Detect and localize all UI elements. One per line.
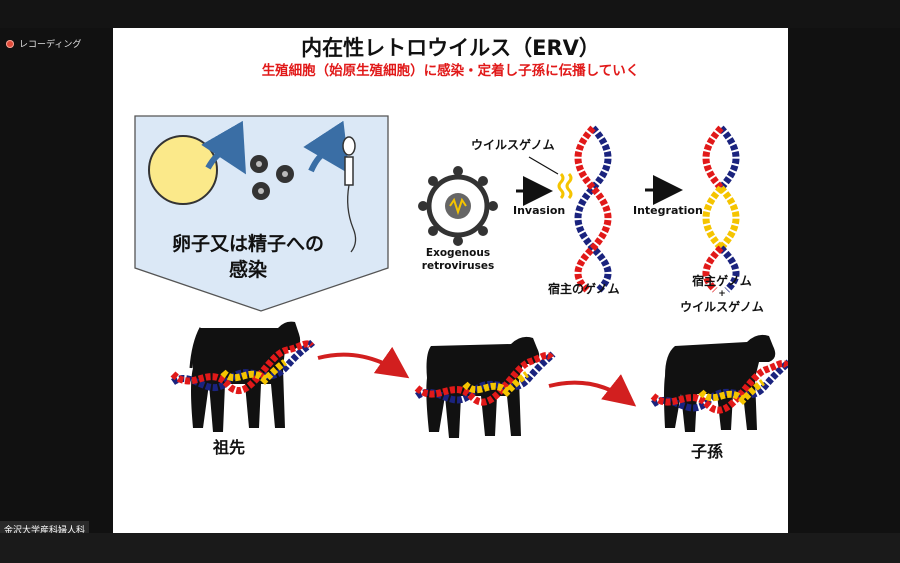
shared-slide: 内在性レトロウイルス（ERV） 生殖細胞（始原生殖細胞）に感染・定着し子孫に伝播…	[113, 28, 788, 534]
label-leader-line	[528, 156, 559, 175]
descendant-label: 子孫	[691, 442, 724, 461]
exogenous-retrovirus-label: Exogenous retroviruses	[421, 247, 495, 272]
ancestor-dna-overlay-icon	[170, 339, 316, 394]
slide-subtitle: 生殖細胞（始原生殖細胞）に感染・定着し子孫に伝播していく	[261, 63, 640, 79]
top-bar	[0, 0, 900, 28]
viral-genome-icon	[557, 172, 573, 200]
offspring-dna-overlay-icon	[414, 351, 556, 406]
slide-graphics	[134, 115, 788, 438]
infection-arrow-icon	[201, 120, 247, 175]
record-icon	[6, 39, 14, 48]
integrated-dna-helix-icon	[702, 125, 740, 293]
descendant-cow-icon	[664, 334, 776, 432]
recording-indicator: レコーディング	[6, 37, 81, 50]
host-dna-helix-icon	[574, 125, 612, 293]
infection-arrow-icon	[303, 120, 350, 175]
germ-infection-text: 卵子又は精子への 感染	[171, 233, 324, 281]
integrated-genome-label: 宿主ゲノム + ウイルスゲノム	[680, 274, 764, 314]
viral-genome-label: ウイルスゲノム	[471, 138, 555, 152]
recording-label: レコーディング	[19, 40, 82, 50]
transmission-arrow-icon	[317, 346, 410, 379]
host-genome-label: 宿主のゲノム	[548, 282, 620, 296]
descendant-dna-overlay-icon	[650, 359, 788, 414]
slide-title: 内在性レトロウイルス（ERV）	[301, 36, 600, 60]
invasion-label: Invasion	[513, 204, 566, 217]
integration-label: Integration	[633, 204, 703, 217]
ancestor-label: 祖先	[213, 438, 246, 457]
retrovirus-icon	[418, 166, 498, 246]
sperm-cell-icon	[342, 136, 357, 253]
virus-particles-icon	[250, 155, 294, 200]
bottom-bar	[0, 533, 900, 563]
transmission-arrow-icon	[548, 374, 637, 407]
egg-cell-icon	[148, 135, 218, 205]
